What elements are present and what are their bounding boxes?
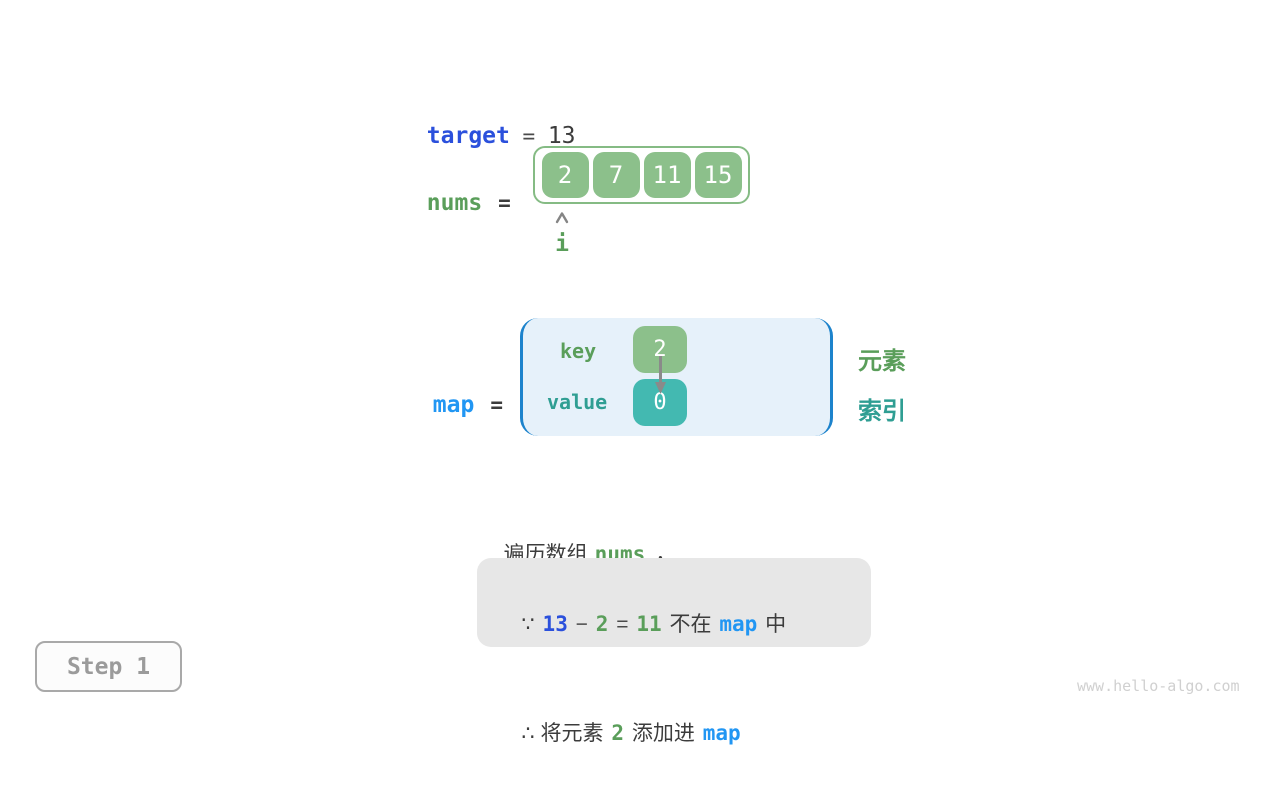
target-variable-name: target — [426, 123, 510, 149]
note-in-suffix-text: 中 — [759, 613, 787, 636]
note-difference-value: 11 — [636, 612, 662, 636]
algorithm-diagram-page: { "palette": { "royal_blue": "#2b50dc", … — [35, 95, 1240, 745]
note-target-value: 13 — [542, 612, 568, 636]
step-badge-label: Step 1 — [66, 653, 151, 680]
map-variable-name: map — [432, 392, 475, 418]
target-value: 13 — [547, 123, 576, 149]
note-equals-sign: = — [610, 613, 635, 636]
step-badge: Step 1 — [35, 641, 182, 692]
map-container: key 2 value 0 — [520, 318, 833, 436]
index-pointer-caret-icon — [555, 210, 569, 225]
note-added-element-value: 2 — [611, 721, 625, 745]
reasoning-note-box: ∵ 13 − 2 = 11 不在 map 中 ∴ 将元素 2 添加进 map — [477, 558, 871, 745]
watermark-url: www.hello-algo.com — [1077, 677, 1240, 695]
nums-array-cell-3: 15 — [694, 152, 742, 198]
nums-array-container: 2 7 11 15 — [533, 146, 750, 204]
nums-line: nums = — [414, 162, 511, 216]
nums-equals-sign: = — [498, 191, 511, 215]
minus-sign: − — [569, 613, 594, 636]
map-line: map = — [420, 364, 503, 418]
note-line-1: ∵ 13 − 2 = 11 不在 map 中 — [498, 570, 871, 679]
note-not-in-text: 不在 — [663, 613, 718, 636]
legend-index-label: 索引 — [858, 398, 906, 425]
because-symbol: ∵ — [521, 613, 541, 636]
map-key-label: key — [560, 339, 597, 363]
therefore-text: ∴ 将元素 — [521, 722, 610, 745]
note-element-value: 2 — [595, 612, 609, 636]
map-value-label: value — [547, 390, 608, 414]
map-equals-sign: = — [490, 393, 503, 417]
note-add-into-text: 添加进 — [626, 722, 701, 745]
nums-array-cell-1: 7 — [592, 152, 640, 198]
note-map-token-1: map — [719, 612, 758, 636]
target-equals-sign: = — [509, 124, 548, 148]
key-to-value-arrow-icon — [653, 356, 668, 395]
note-line-2: ∴ 将元素 2 添加进 map — [498, 679, 871, 788]
nums-variable-name: nums — [426, 190, 483, 216]
nums-array-cell-2: 11 — [643, 152, 691, 198]
note-map-token-2: map — [702, 721, 741, 745]
target-line: target = 13 — [414, 95, 576, 149]
legend-element-label: 元素 — [858, 348, 906, 375]
index-pointer-label: i — [555, 231, 569, 257]
nums-array-cell-0: 2 — [541, 152, 589, 198]
